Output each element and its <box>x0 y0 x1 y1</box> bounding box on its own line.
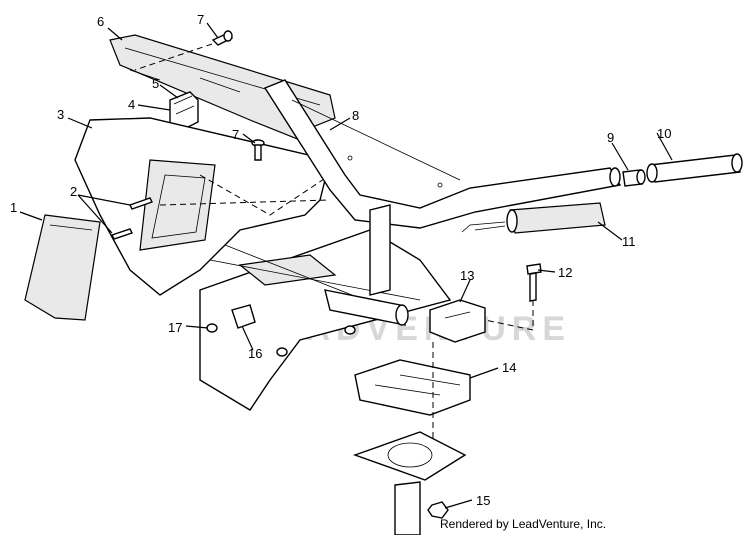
callout-3: 3 <box>57 107 64 122</box>
callout-12: 12 <box>558 265 572 280</box>
part-4-5-switch <box>169 91 199 133</box>
part-14-clamp-base <box>354 359 471 416</box>
callout-9: 9 <box>607 130 614 145</box>
callout-11: 11 <box>622 234 636 249</box>
part-7-bolt-middle <box>251 139 265 161</box>
part-2-screws <box>111 197 153 240</box>
part-10-grip <box>646 153 743 183</box>
part-1-hood <box>24 214 101 321</box>
callout-7-top: 7 <box>197 12 204 27</box>
credit-text: Rendered by LeadVenture, Inc. <box>440 517 606 531</box>
callout-16: 16 <box>248 346 262 361</box>
part-3-console <box>74 117 331 296</box>
callout-10: 10 <box>657 126 671 141</box>
callout-15: 15 <box>476 493 490 508</box>
part-13-clamp-cap <box>429 299 486 343</box>
callout-2: 2 <box>70 184 77 199</box>
callout-13: 13 <box>460 268 474 283</box>
part-7-bolt-top <box>211 30 234 46</box>
mount-plate <box>352 431 467 535</box>
part-12-bolt <box>526 263 542 302</box>
leader-lines <box>19 22 673 509</box>
callout-14: 14 <box>502 360 516 375</box>
callout-5: 5 <box>152 76 159 91</box>
part-16-bracket <box>231 304 256 329</box>
part-8-handlebar <box>263 79 622 229</box>
callout-8: 8 <box>352 108 359 123</box>
callout-4: 4 <box>128 97 135 112</box>
part-15-nut <box>427 501 449 519</box>
part-9-plug <box>622 169 646 187</box>
callout-6: 6 <box>97 14 104 29</box>
steering-column <box>324 204 409 326</box>
callout-1: 1 <box>10 200 17 215</box>
callout-7-middle: 7 <box>232 127 239 142</box>
callout-17: 17 <box>168 320 182 335</box>
part-17-screw <box>206 323 218 333</box>
part-11-heated-grip <box>461 202 606 234</box>
